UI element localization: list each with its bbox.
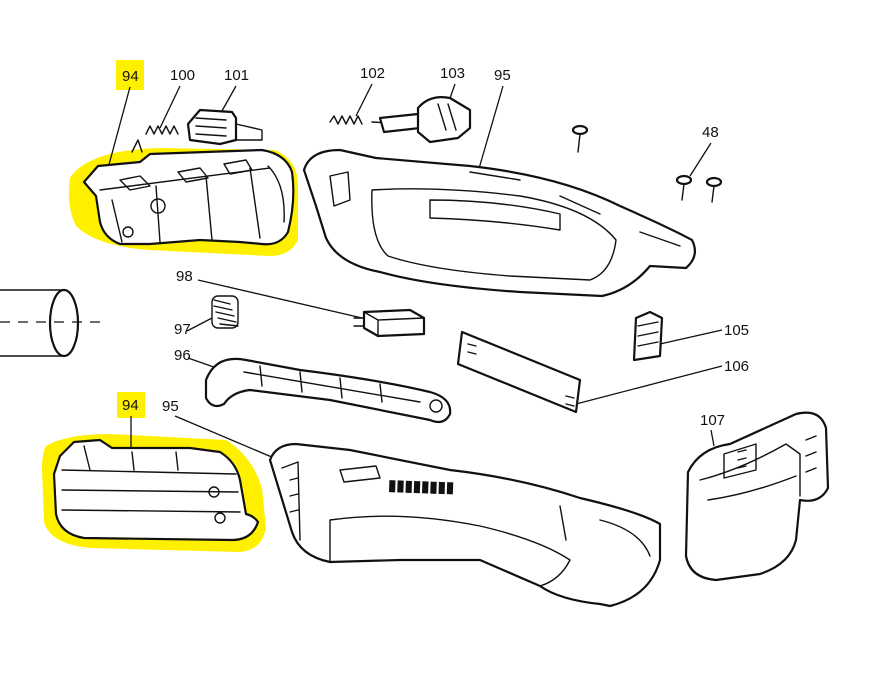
label-101: 101 bbox=[224, 67, 249, 84]
screw-icon bbox=[705, 176, 723, 203]
extension-tube bbox=[0, 288, 100, 358]
label-102: 102 bbox=[360, 65, 385, 82]
part-98-switch bbox=[353, 308, 426, 338]
label-97: 97 bbox=[174, 321, 191, 338]
label-94-bottom-highlight bbox=[117, 392, 145, 418]
part-95-top bbox=[302, 148, 697, 298]
label-94-top-highlight bbox=[116, 60, 144, 90]
label-94-top: 94 bbox=[122, 68, 139, 85]
part-96-lever bbox=[204, 357, 452, 424]
part-95-bottom: ▮▮▮▮▮▮▮▮ bbox=[268, 442, 662, 608]
part-107-battery bbox=[684, 411, 830, 582]
screw-icon bbox=[675, 174, 693, 201]
label-98: 98 bbox=[176, 268, 193, 285]
screw-icon bbox=[571, 124, 589, 153]
callout-labels: 94 100 101 102 103 95 48 98 97 96 105 10… bbox=[122, 65, 749, 429]
label-106: 106 bbox=[724, 358, 749, 375]
part-48-screws bbox=[571, 124, 723, 203]
part-105-terminal bbox=[632, 310, 664, 362]
label-48: 48 bbox=[702, 124, 719, 141]
part-94-bottom bbox=[52, 438, 260, 542]
label-105: 105 bbox=[724, 322, 749, 339]
label-100: 100 bbox=[170, 67, 195, 84]
brand-mark: ▮▮▮▮▮▮▮▮ bbox=[388, 477, 455, 496]
label-95-bottom: 95 bbox=[162, 398, 179, 415]
part-100-spring bbox=[131, 125, 179, 153]
label-95-top: 95 bbox=[494, 67, 511, 84]
part-103-trigger bbox=[378, 96, 472, 144]
label-107: 107 bbox=[700, 412, 725, 429]
part-106-label-plate bbox=[456, 330, 582, 414]
part-94-top bbox=[82, 148, 295, 246]
part-97-spring bbox=[211, 295, 239, 329]
leader-lines bbox=[106, 83, 723, 468]
part-101-switch bbox=[186, 108, 263, 146]
label-96: 96 bbox=[174, 347, 191, 364]
label-103: 103 bbox=[440, 65, 465, 82]
label-94-bottom: 94 bbox=[122, 397, 139, 414]
